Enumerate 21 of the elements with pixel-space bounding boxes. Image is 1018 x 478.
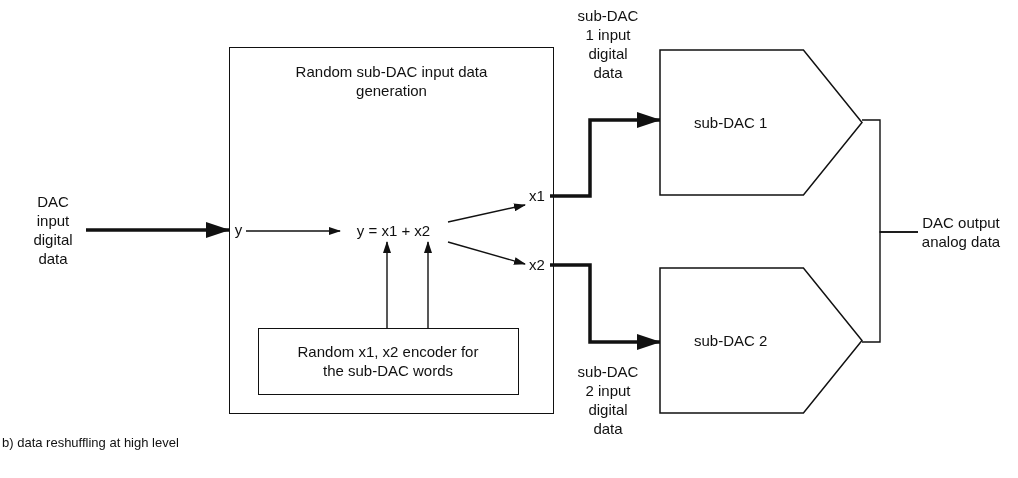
arrow: [550, 112, 661, 198]
arrow: [447, 241, 526, 265]
signal-label: y: [231, 218, 246, 241]
input-label: DAC input digital data: [20, 192, 86, 268]
connector-line: [861, 231, 919, 343]
caption: b) data reshuffling at high level: [2, 435, 179, 450]
block-title: Random sub-DAC input data generation: [294, 62, 489, 100]
arrow: [383, 241, 391, 329]
output-label: DAC output analog data: [918, 195, 1004, 269]
arrow: [550, 263, 661, 350]
arrow: [86, 222, 230, 238]
arrow: [245, 227, 341, 235]
encoder-box: Random x1, x2 encoder for the sub-DAC words: [257, 327, 519, 395]
equation-text: y = x1 + x2: [339, 219, 448, 242]
signal-label: x1: [524, 184, 550, 207]
block-label: sub-DAC 2: [693, 330, 769, 350]
block-box: [229, 47, 554, 414]
arrow: [424, 241, 432, 329]
block-label: sub-DAC 1: [693, 112, 769, 132]
arrow: [447, 203, 526, 223]
signal-label: x2: [524, 253, 550, 276]
